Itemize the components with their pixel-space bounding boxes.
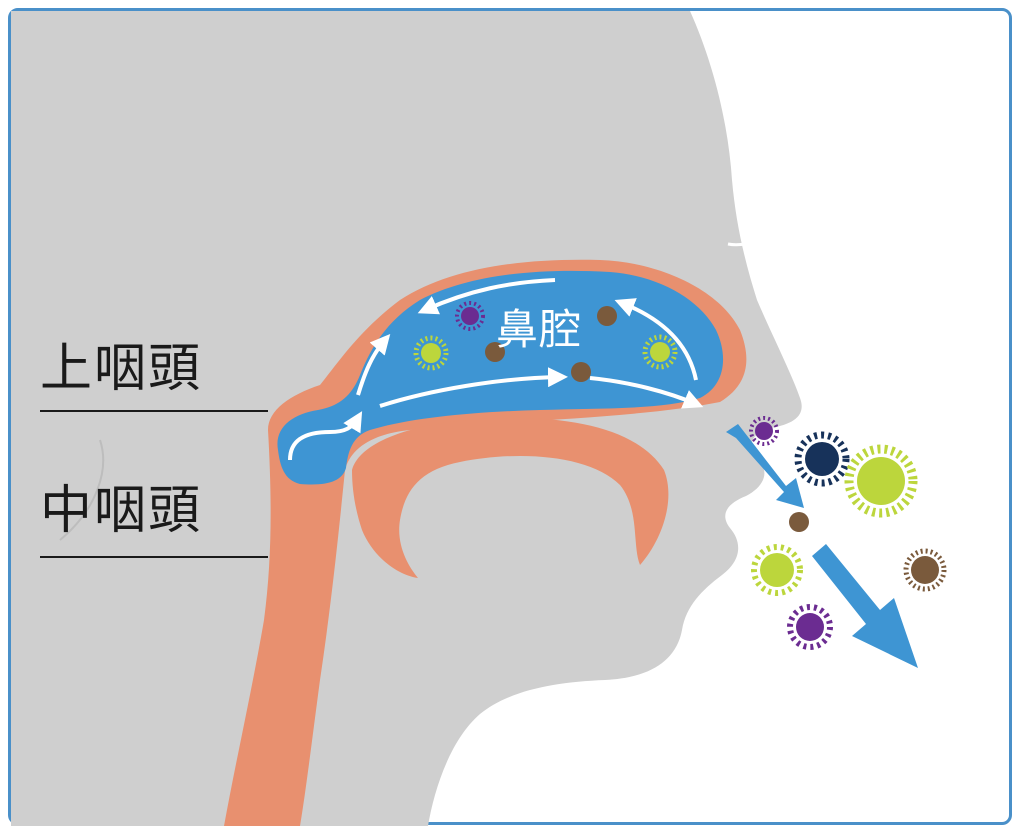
ear-mark: [59, 439, 105, 541]
pollen-particle: [642, 334, 678, 370]
upper-pharynx-label: 上咽頭: [40, 339, 203, 399]
pollen-particle: [751, 544, 803, 596]
dust-particle: [903, 548, 947, 592]
eyelash-mark: [727, 238, 759, 247]
inflow-arrow: [726, 424, 804, 508]
airflow-arrow: [417, 278, 556, 315]
dust-particle: [571, 362, 591, 382]
middle-pharynx-label: 中咽頭: [40, 481, 203, 541]
pollen-particle: [844, 444, 918, 518]
virus-particle: [749, 416, 779, 446]
virus-particle: [794, 431, 850, 487]
virus-particle: [455, 301, 485, 331]
dust-particle: [485, 342, 505, 362]
airflow-arrow: [589, 376, 704, 409]
dust-particle: [789, 512, 809, 532]
airflow-arrow: [288, 411, 363, 461]
nasal-cavity-label: 鼻腔: [496, 305, 583, 354]
pollen-particle: [413, 335, 449, 371]
airflow-arrow: [379, 367, 568, 408]
airflow-arrow: [614, 298, 698, 381]
palate-tissue: [352, 417, 669, 578]
virus-particle: [787, 604, 833, 650]
airflow-arrow: [356, 333, 391, 396]
dust-particle: [597, 306, 617, 326]
inflow-arrow: [812, 544, 918, 668]
